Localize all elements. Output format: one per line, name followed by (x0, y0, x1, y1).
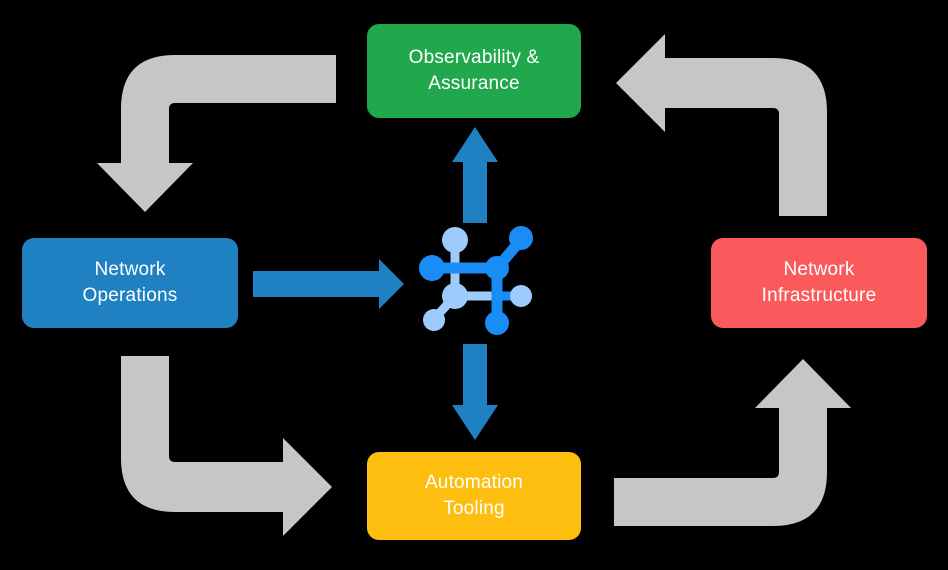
arrow-automation-tooling-to-network-infrastructure (614, 359, 851, 526)
box-observability-assurance[interactable]: Observability & Assurance (367, 24, 581, 118)
arrow-up-to-observability (452, 127, 498, 223)
box-network-operations[interactable]: Network Operations (22, 238, 238, 328)
arrow-right-to-center (253, 259, 404, 309)
arrow-down-to-automation (452, 344, 498, 440)
arrow-network-infrastructure-to-observability (616, 34, 827, 216)
box-network-infrastructure[interactable]: Network Infrastructure (711, 238, 927, 328)
box-automation-tooling[interactable]: Automation Tooling (367, 452, 581, 540)
arrow-observability-to-network-operations (97, 55, 336, 212)
arrow-network-operations-to-automation-tooling (121, 356, 332, 536)
